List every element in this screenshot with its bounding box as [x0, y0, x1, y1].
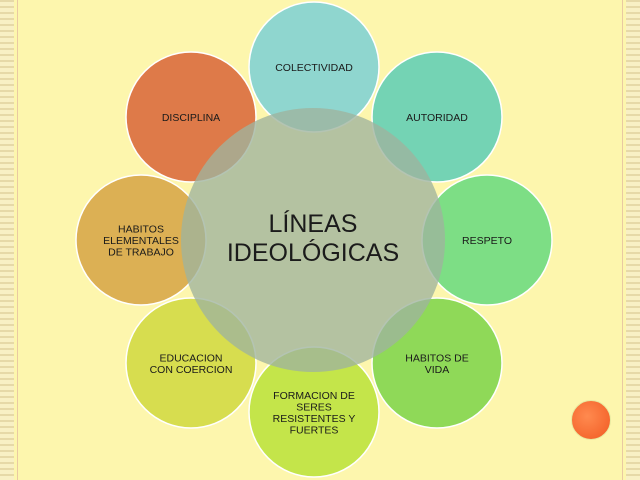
- node-label-autoridad: AUTORIDAD: [406, 112, 468, 124]
- left-border-line: [17, 0, 18, 480]
- right-border-line: [622, 0, 623, 480]
- center-circle: [181, 108, 445, 372]
- node-label-respeto: RESPETO: [462, 235, 512, 247]
- node-label-disciplina: DISCIPLINA: [162, 112, 220, 124]
- orange-dot-decoration: [571, 400, 611, 440]
- right-border-decoration: [626, 0, 640, 480]
- left-border-decoration: [0, 0, 14, 480]
- node-label-colectividad: COLECTIVIDAD: [275, 62, 353, 74]
